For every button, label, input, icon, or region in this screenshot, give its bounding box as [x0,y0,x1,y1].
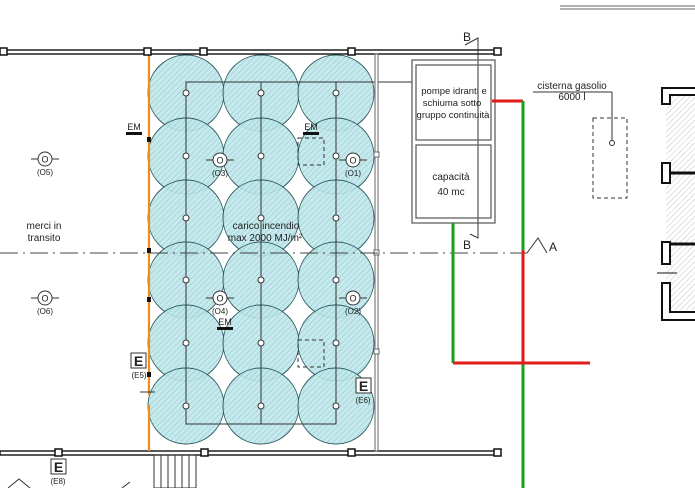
sprinkler-head-icon [257,152,265,160]
svg-text:(O5): (O5) [37,168,53,177]
svg-text:(E6): (E6) [355,396,370,405]
exit-sign-e6: E (E6) [355,377,372,405]
emergency-light: EM [217,317,233,330]
equipment-outline [297,339,325,368]
svg-text:O: O [216,156,223,166]
sprinkler-head-icon [332,276,340,284]
fire-load-label-2: max 2000 MJ/m² [228,233,303,244]
sprinkler-head-icon [332,214,340,222]
svg-text:(O3): (O3) [212,169,228,178]
diesel-tank-label-1: cisterna gasolio [537,81,607,92]
sprinkler-head-icon [332,89,340,97]
sprinkler-head-icon [257,276,265,284]
section-b-top-label: B [463,30,471,44]
sprinkler-head-icon [332,152,340,160]
sprinkler-head-icon [182,276,190,284]
exit-sign-e5: E (E5) [130,352,147,380]
fire-load-label-1: carico incendio [233,221,300,232]
opening-symbol: O (O5) [31,151,59,177]
emergency-light-icon [303,132,319,135]
svg-text:O: O [41,155,48,165]
sprinkler-head-icon [332,339,340,347]
supply-pipes [451,99,590,488]
svg-text:E: E [54,459,63,475]
sprinkler-head-icon [257,402,265,410]
svg-text:E: E [359,378,368,394]
diesel-tank [533,91,628,199]
emergency-light-icon [126,132,142,135]
section-b-bottom-label: B [463,238,471,252]
staircase [7,454,197,488]
exit-sign-icon [355,377,372,394]
svg-text:O: O [349,294,356,304]
sprinkler-head-icon [257,214,265,222]
svg-text:(O4): (O4) [212,307,228,316]
svg-text:O: O [216,294,223,304]
svg-text:(O1): (O1) [345,169,361,178]
opening-icon [37,151,53,167]
exit-sign-icon [50,458,67,475]
opening-symbol: O (O1) [339,152,367,178]
exit-sign-e8: E (E8) [50,458,67,486]
sprinkler-heads [182,89,340,410]
pump-room-label-3: gruppo continuità [417,110,491,121]
opening-icon [345,152,361,168]
adjacent-building [657,87,695,321]
svg-text:O: O [41,294,48,304]
svg-text:O: O [349,156,356,166]
equipment-outline [297,137,325,166]
sprinkler-head-icon [182,152,190,160]
opening-symbol: O (O2) [339,290,367,316]
exit-sign-icon [130,352,147,369]
tank-label-2: 40 mc [437,187,464,198]
emergency-light-icon [217,327,233,330]
section-a-label: A [549,240,557,254]
pump-room-label-1: pompe idranti e [421,86,486,97]
svg-text:EM: EM [304,122,318,132]
goods-label-2: transito [28,233,61,244]
diesel-tank-label-2: 6000 l [558,92,585,103]
svg-text:EM: EM [127,122,141,132]
sprinkler-head-icon [182,89,190,97]
tank-label-1: capacità [432,172,470,183]
opening-icon [212,290,228,306]
sprinkler-head-icon [182,214,190,222]
opening-icon [345,290,361,306]
emergency-light: EM [303,122,319,135]
opening-icon [37,290,53,306]
opening-symbol: O (O3) [206,152,234,178]
svg-text:(E8): (E8) [50,477,65,486]
emergency-light: EM [126,122,142,135]
svg-text:(E5): (E5) [131,371,146,380]
sprinkler-head-icon [182,339,190,347]
sprinkler-head-icon [257,89,265,97]
sprinkler-head-icon [182,402,190,410]
svg-text:E: E [134,353,143,369]
pump-room [411,59,496,224]
opening-symbol: O (O4) [206,290,234,316]
sprinkler-head-icon [257,339,265,347]
svg-text:(O6): (O6) [37,307,53,316]
pump-room-label-2: schiuma sotto [423,98,482,109]
opening-symbol: O (O6) [31,290,59,316]
svg-text:(O2): (O2) [345,307,361,316]
opening-icon [212,152,228,168]
sprinkler-head-icon [332,402,340,410]
sprinkler-pipe-network [185,81,412,425]
svg-text:EM: EM [218,317,232,327]
goods-label-1: merci in [26,221,61,232]
